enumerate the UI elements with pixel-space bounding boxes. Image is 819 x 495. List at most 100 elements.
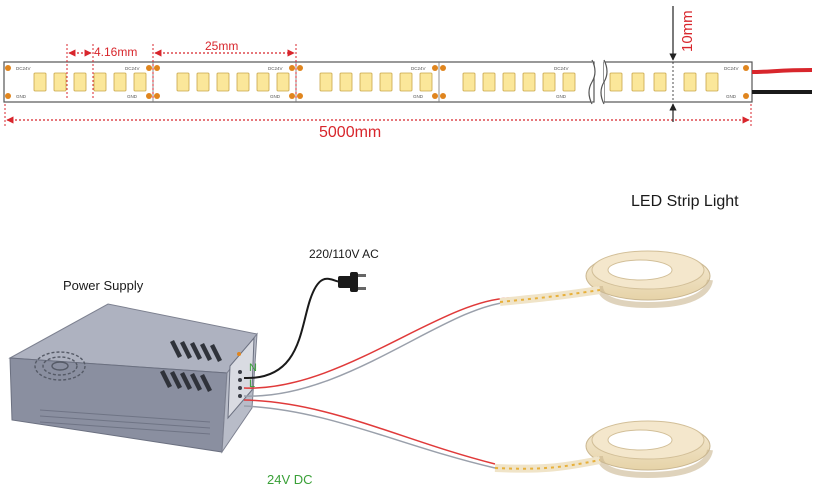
led-chip xyxy=(276,72,290,92)
solder-pads: DC24V GND DC24V GND DC24V GND DC24V GND DC24V GND… xyxy=(5,65,749,99)
strip-wire-red xyxy=(751,68,813,74)
strip-body-right xyxy=(603,61,753,103)
strip-break-left xyxy=(588,59,596,105)
solder-pad xyxy=(5,93,11,99)
led-chip xyxy=(176,72,190,92)
strip-break-right xyxy=(600,59,608,105)
terminal-n-label: N xyxy=(249,362,257,374)
output-wires xyxy=(243,297,511,469)
led-chip xyxy=(482,72,496,92)
wire-red-upper xyxy=(243,297,511,389)
led-chip xyxy=(705,72,719,92)
solder-pad xyxy=(289,65,295,71)
solder-pad xyxy=(440,93,446,99)
output-voltage-label: 24V DC xyxy=(267,472,313,487)
led-chip xyxy=(419,72,433,92)
pad-text-minus: GND xyxy=(16,94,27,99)
pad-text-plus: DC24V xyxy=(125,66,140,71)
psu-fan-icon xyxy=(34,351,86,381)
led-strip-reel-upper xyxy=(499,250,713,309)
pad-text-minus: GND xyxy=(556,94,567,99)
led-chip xyxy=(33,72,47,92)
solder-pad xyxy=(154,65,160,71)
power-supply-label: Power Supply xyxy=(63,278,144,293)
led-chip xyxy=(653,72,667,92)
solder-pad xyxy=(297,93,303,99)
solder-pad xyxy=(289,93,295,99)
led-chip xyxy=(522,72,536,92)
led-chip xyxy=(502,72,516,92)
solder-pad xyxy=(154,93,160,99)
led-chip xyxy=(339,72,353,92)
pad-text-plus: DC24V xyxy=(16,66,31,71)
vent-slot xyxy=(160,370,172,388)
solder-pad xyxy=(440,65,446,71)
pad-text-plus: DC24V xyxy=(554,66,569,71)
vent-slot xyxy=(200,343,212,361)
led-chip xyxy=(562,72,576,92)
led-chip xyxy=(379,72,393,92)
led-chip xyxy=(683,72,697,92)
pad-text-minus: GND xyxy=(127,94,138,99)
led-chip xyxy=(359,72,373,92)
solder-pad xyxy=(743,93,749,99)
wire-red-lower xyxy=(243,399,496,465)
dim-label-led-pitch: 4.16mm xyxy=(94,45,138,59)
psu-vent-slots xyxy=(160,340,222,392)
solder-pad xyxy=(146,93,152,99)
psu-front-vents xyxy=(39,409,211,435)
vent-slot xyxy=(190,373,202,391)
dim-label-width: 10mm xyxy=(679,10,696,52)
solder-pad xyxy=(5,65,11,71)
led-chip xyxy=(319,72,333,92)
pad-text-minus: GND xyxy=(726,94,737,99)
led-strip-label: LED Strip Light xyxy=(631,193,739,210)
solder-pad xyxy=(432,65,438,71)
dim-label-length: 5000mm xyxy=(319,124,382,141)
led-chip xyxy=(93,72,107,92)
led-chip xyxy=(256,72,270,92)
led-strip-top-view: DC24V GND DC24V GND DC24V GND DC24V GND DC24V GND… xyxy=(3,59,813,105)
vent-slot xyxy=(170,340,182,358)
psu-indicator xyxy=(237,352,241,356)
mains-cable xyxy=(243,272,366,380)
mains-label: 220/110V AC xyxy=(309,247,379,261)
solder-pad xyxy=(146,65,152,71)
solder-pad xyxy=(297,65,303,71)
led-chip xyxy=(631,72,645,92)
pad-text-minus: GND xyxy=(413,94,424,99)
led-chip xyxy=(462,72,476,92)
psu-front xyxy=(9,357,228,453)
vent-slot xyxy=(200,374,212,392)
wire-gray-upper xyxy=(243,301,511,397)
led-chip xyxy=(73,72,87,92)
led-chip xyxy=(236,72,250,92)
terminal-l-label: L xyxy=(249,378,256,390)
pad-text-plus: DC24V xyxy=(724,66,739,71)
psu-terminal-block xyxy=(227,336,255,420)
led-chip xyxy=(542,72,556,92)
led-chip xyxy=(216,72,230,92)
dimension-lines xyxy=(4,6,752,126)
solder-pad xyxy=(432,93,438,99)
vent-slot xyxy=(210,344,222,362)
vent-slot xyxy=(180,372,192,390)
power-plug-icon xyxy=(338,272,366,292)
solder-pad xyxy=(743,65,749,71)
wire-gray-lower xyxy=(243,405,496,469)
pad-text-minus: GND xyxy=(270,94,281,99)
power-supply xyxy=(8,303,258,454)
pad-text-plus: DC24V xyxy=(268,66,283,71)
led-chip xyxy=(113,72,127,92)
vent-slot xyxy=(180,341,192,359)
led-chip xyxy=(399,72,413,92)
led-chips xyxy=(33,72,719,92)
led-chip xyxy=(609,72,623,92)
led-chip xyxy=(133,72,147,92)
vent-slot xyxy=(190,342,202,360)
led-strip-reel-lower xyxy=(494,420,713,479)
led-chip xyxy=(196,72,210,92)
led-chip xyxy=(53,72,67,92)
pad-text-plus: DC24V xyxy=(411,66,426,71)
